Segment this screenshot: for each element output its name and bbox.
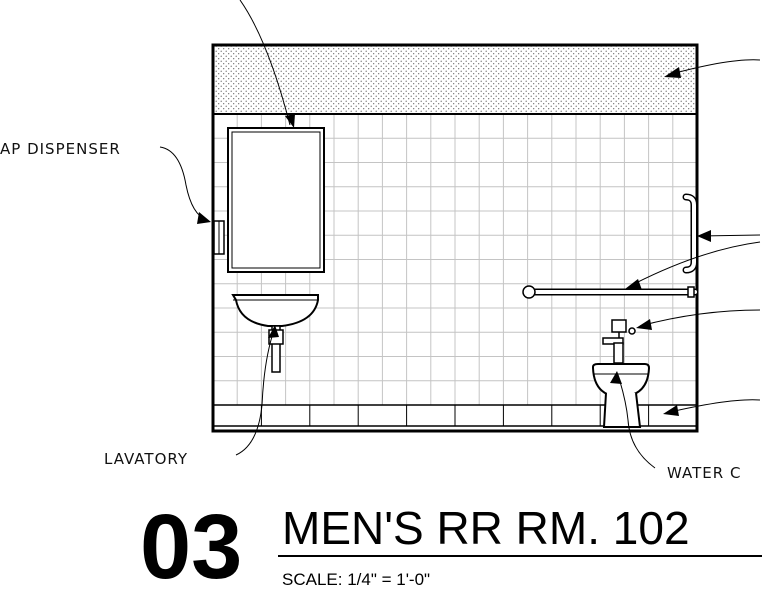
lavatory-label: LAVATORY xyxy=(104,450,188,468)
water-closet-icon xyxy=(592,363,651,428)
soffit-header xyxy=(213,45,697,113)
soap-dispenser-icon xyxy=(213,220,225,255)
flush-valve-icon xyxy=(602,319,636,364)
leader-arrowheads xyxy=(197,67,711,416)
water-closet-label: WATER C xyxy=(667,464,741,482)
drawing-title: MEN'S RR RM. 102 xyxy=(282,502,690,554)
detail-number: 03 xyxy=(140,496,242,598)
soap-dispenser-label: AP DISPENSER xyxy=(0,140,121,158)
lavatory-icon xyxy=(231,294,319,373)
mirror xyxy=(227,127,325,273)
horizontal-grab-bar-icon xyxy=(522,285,699,299)
drawing-scale: SCALE: 1/4" = 1'-0" xyxy=(282,570,430,589)
vertical-grab-bar-icon xyxy=(682,193,698,274)
